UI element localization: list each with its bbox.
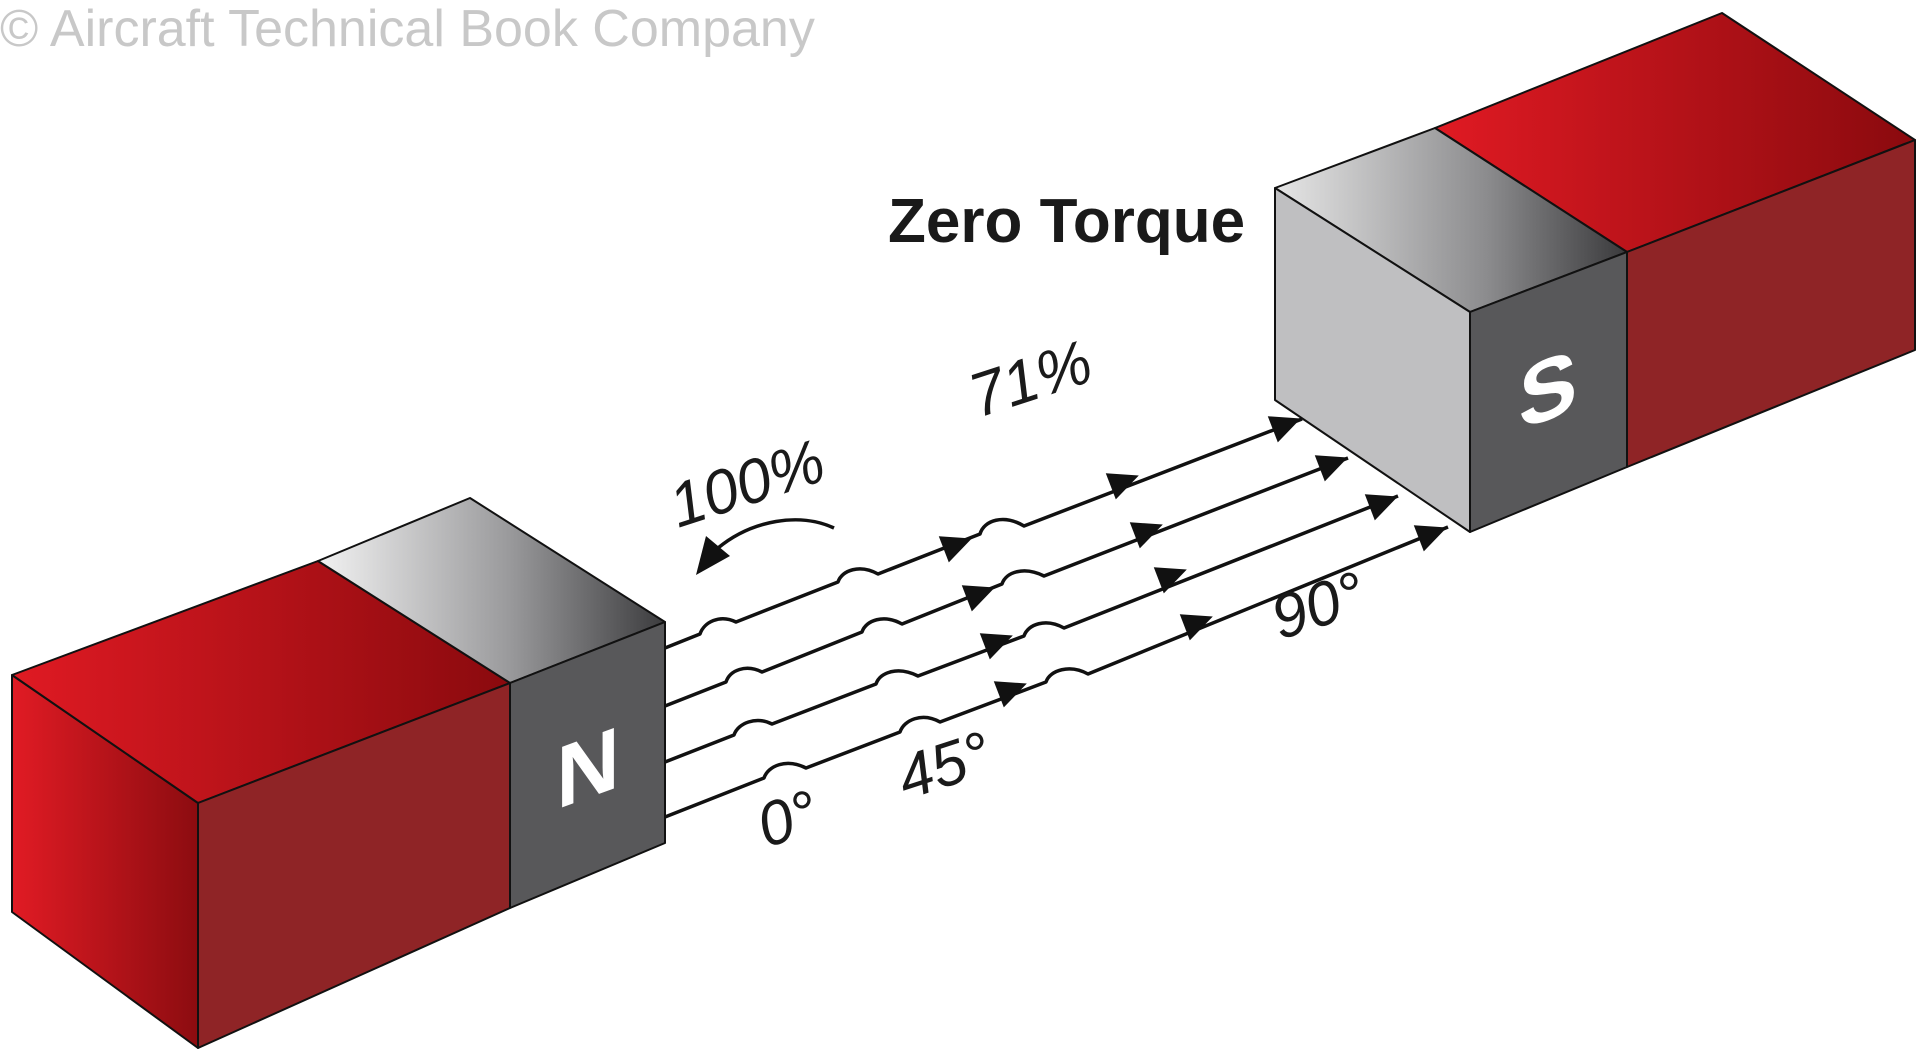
south-pole-label: S bbox=[1519, 330, 1578, 449]
label-71-percent: 71% bbox=[961, 327, 1100, 431]
flux-lines bbox=[664, 416, 1449, 819]
flux-line-2 bbox=[664, 456, 1349, 708]
flux-line-4 bbox=[664, 525, 1449, 819]
label-90-degree: 90° bbox=[1263, 559, 1373, 654]
rotation-arrowhead bbox=[696, 536, 730, 575]
north-pole-face bbox=[509, 621, 666, 909]
arrowhead bbox=[1129, 522, 1163, 549]
north-pole-label: N bbox=[556, 708, 620, 829]
arrowhead bbox=[961, 585, 995, 612]
diagram-title: Zero Torque bbox=[888, 187, 1245, 256]
flux-arrowheads bbox=[938, 416, 1447, 708]
label-0-degree: 0° bbox=[749, 777, 827, 861]
arrowhead bbox=[1179, 614, 1213, 641]
south-magnet-front-red bbox=[1626, 139, 1916, 468]
copyright-text: © Aircraft Technical Book Company bbox=[0, 0, 815, 58]
arrowhead bbox=[938, 536, 972, 563]
arrowhead bbox=[1105, 473, 1139, 500]
arrowhead bbox=[1364, 494, 1398, 521]
north-magnet: N bbox=[11, 497, 666, 1049]
arrowhead bbox=[979, 633, 1013, 660]
south-magnet: S bbox=[1274, 12, 1916, 533]
rotation-arrow-curve bbox=[716, 518, 835, 550]
label-100-percent: 100% bbox=[661, 427, 833, 542]
rotation-arrow bbox=[696, 518, 835, 575]
arrowhead bbox=[1267, 416, 1301, 443]
flux-line-1 bbox=[664, 417, 1303, 650]
arrowhead bbox=[1413, 525, 1447, 552]
arrowhead bbox=[993, 681, 1027, 708]
flux-line-3 bbox=[664, 494, 1399, 764]
arrowhead bbox=[1153, 567, 1187, 594]
label-45-degree: 45° bbox=[889, 719, 999, 814]
arrowhead bbox=[1314, 455, 1348, 482]
